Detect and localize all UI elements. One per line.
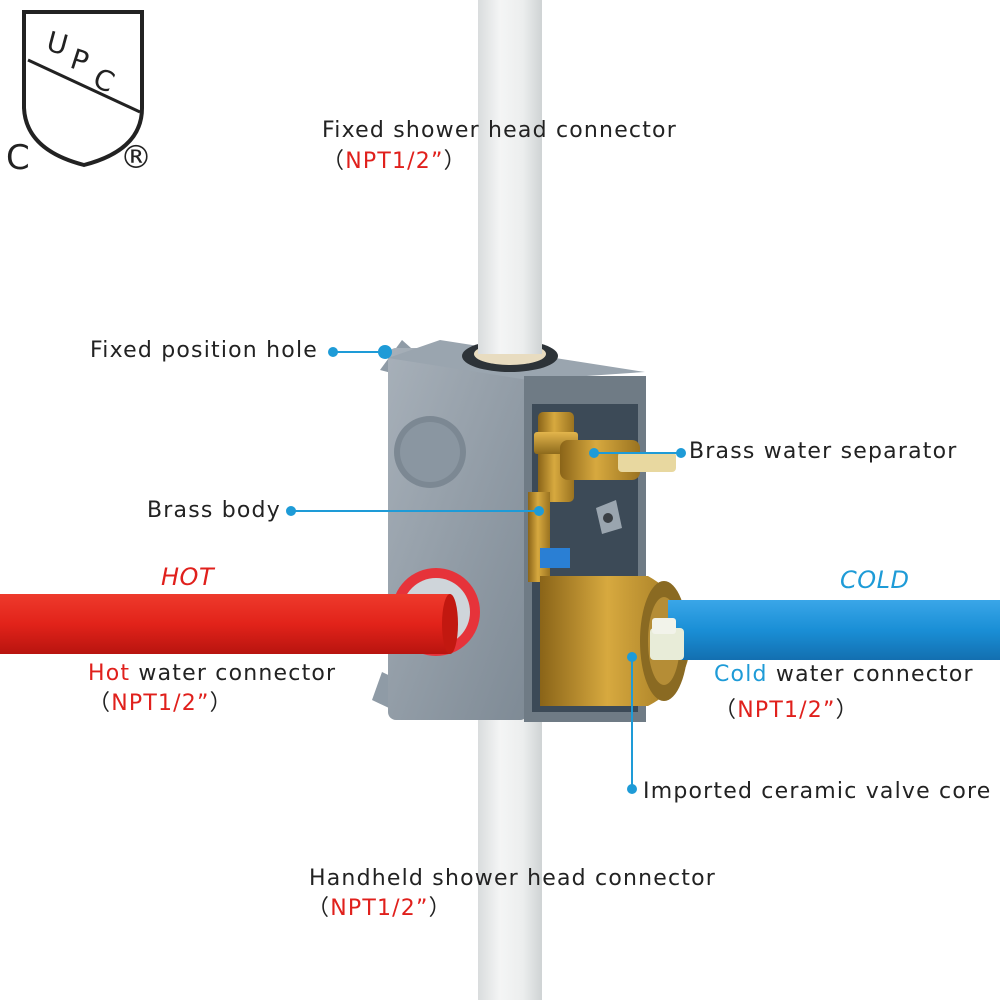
- blue-seal-ring: [540, 548, 570, 568]
- brass-water-separator-label: Brass water separator: [689, 439, 958, 464]
- spec-open-paren: （: [714, 698, 738, 723]
- cold-water-connector-spec: （NPT1/2”）: [714, 698, 859, 724]
- separator-callout-end-dot: [676, 448, 686, 458]
- ceramic-valve-core-stem: [650, 618, 684, 660]
- registered-mark: ®: [120, 138, 152, 176]
- spec-value: NPT1/2”: [330, 896, 429, 921]
- spline-spindle: [618, 452, 676, 472]
- spec-open-paren: （: [307, 896, 331, 921]
- upc-shield-divider: [27, 58, 141, 114]
- cold-pipe: [668, 600, 1000, 660]
- fixed-shower-head-label: Fixed shower head connector: [322, 118, 677, 143]
- spec-open-paren: （: [322, 149, 346, 174]
- hot-connector-rest: water connector: [130, 661, 337, 686]
- spec-close-paren: ）: [443, 149, 467, 174]
- brass-body-callout-end-dot: [534, 506, 544, 516]
- hot-water-connector-spec: （NPT1/2”）: [88, 691, 233, 717]
- separator-callout-start-dot: [589, 448, 599, 458]
- separator-callout-line: [594, 452, 684, 454]
- fixed-position-hole-label: Fixed position hole: [90, 338, 318, 363]
- cold-water-connector-label: Cold water connector: [714, 662, 974, 688]
- hot-highlight: Hot: [88, 661, 131, 686]
- spec-value: NPT1/2”: [345, 149, 444, 174]
- c-mark: C: [6, 138, 30, 178]
- handheld-shower-head-label: Handheld shower head connector: [309, 866, 717, 891]
- ceramic-stem: [650, 628, 684, 660]
- spec-open-paren: （: [88, 691, 112, 716]
- fixed-hole-callout-line: [333, 351, 389, 353]
- hot-pipe: [0, 594, 450, 654]
- ceramic-core-callout-bottom-dot: [627, 784, 637, 794]
- upc-shield-icon: [22, 10, 144, 168]
- fixed-shower-head-spec: （NPT1/2”）: [322, 149, 467, 175]
- ceramic-core-callout-line: [631, 657, 633, 787]
- ceramic-stem-tip: [652, 618, 676, 634]
- cold-connector-rest: water connector: [767, 662, 974, 687]
- hot-pipe-end: [442, 594, 458, 654]
- spec-value: NPT1/2”: [737, 698, 836, 723]
- cold-tag: COLD: [840, 566, 910, 594]
- brass-body-callout-line: [291, 510, 539, 512]
- cold-highlight: Cold: [714, 662, 768, 687]
- box-front-face: [388, 348, 528, 720]
- fixed-hole-callout-end-dot: [378, 345, 392, 359]
- handheld-shower-head-spec: （NPT1/2”）: [307, 896, 452, 922]
- box-round-knockout-highlight: [400, 422, 460, 482]
- ceramic-valve-core-label: Imported ceramic valve core: [643, 779, 992, 804]
- spec-close-paren: ）: [835, 698, 859, 723]
- screw-icon: [603, 513, 613, 523]
- spec-value: NPT1/2”: [111, 691, 210, 716]
- hot-water-connector-label: Hot water connector: [88, 661, 336, 687]
- brass-body-label: Brass body: [147, 498, 281, 523]
- hot-tag: HOT: [161, 563, 215, 591]
- brass-components: [528, 412, 690, 706]
- upc-certification-logo: [22, 10, 144, 168]
- top-pipe-through-box: [478, 300, 542, 354]
- spec-close-paren: ）: [209, 691, 233, 716]
- spec-close-paren: ）: [428, 896, 452, 921]
